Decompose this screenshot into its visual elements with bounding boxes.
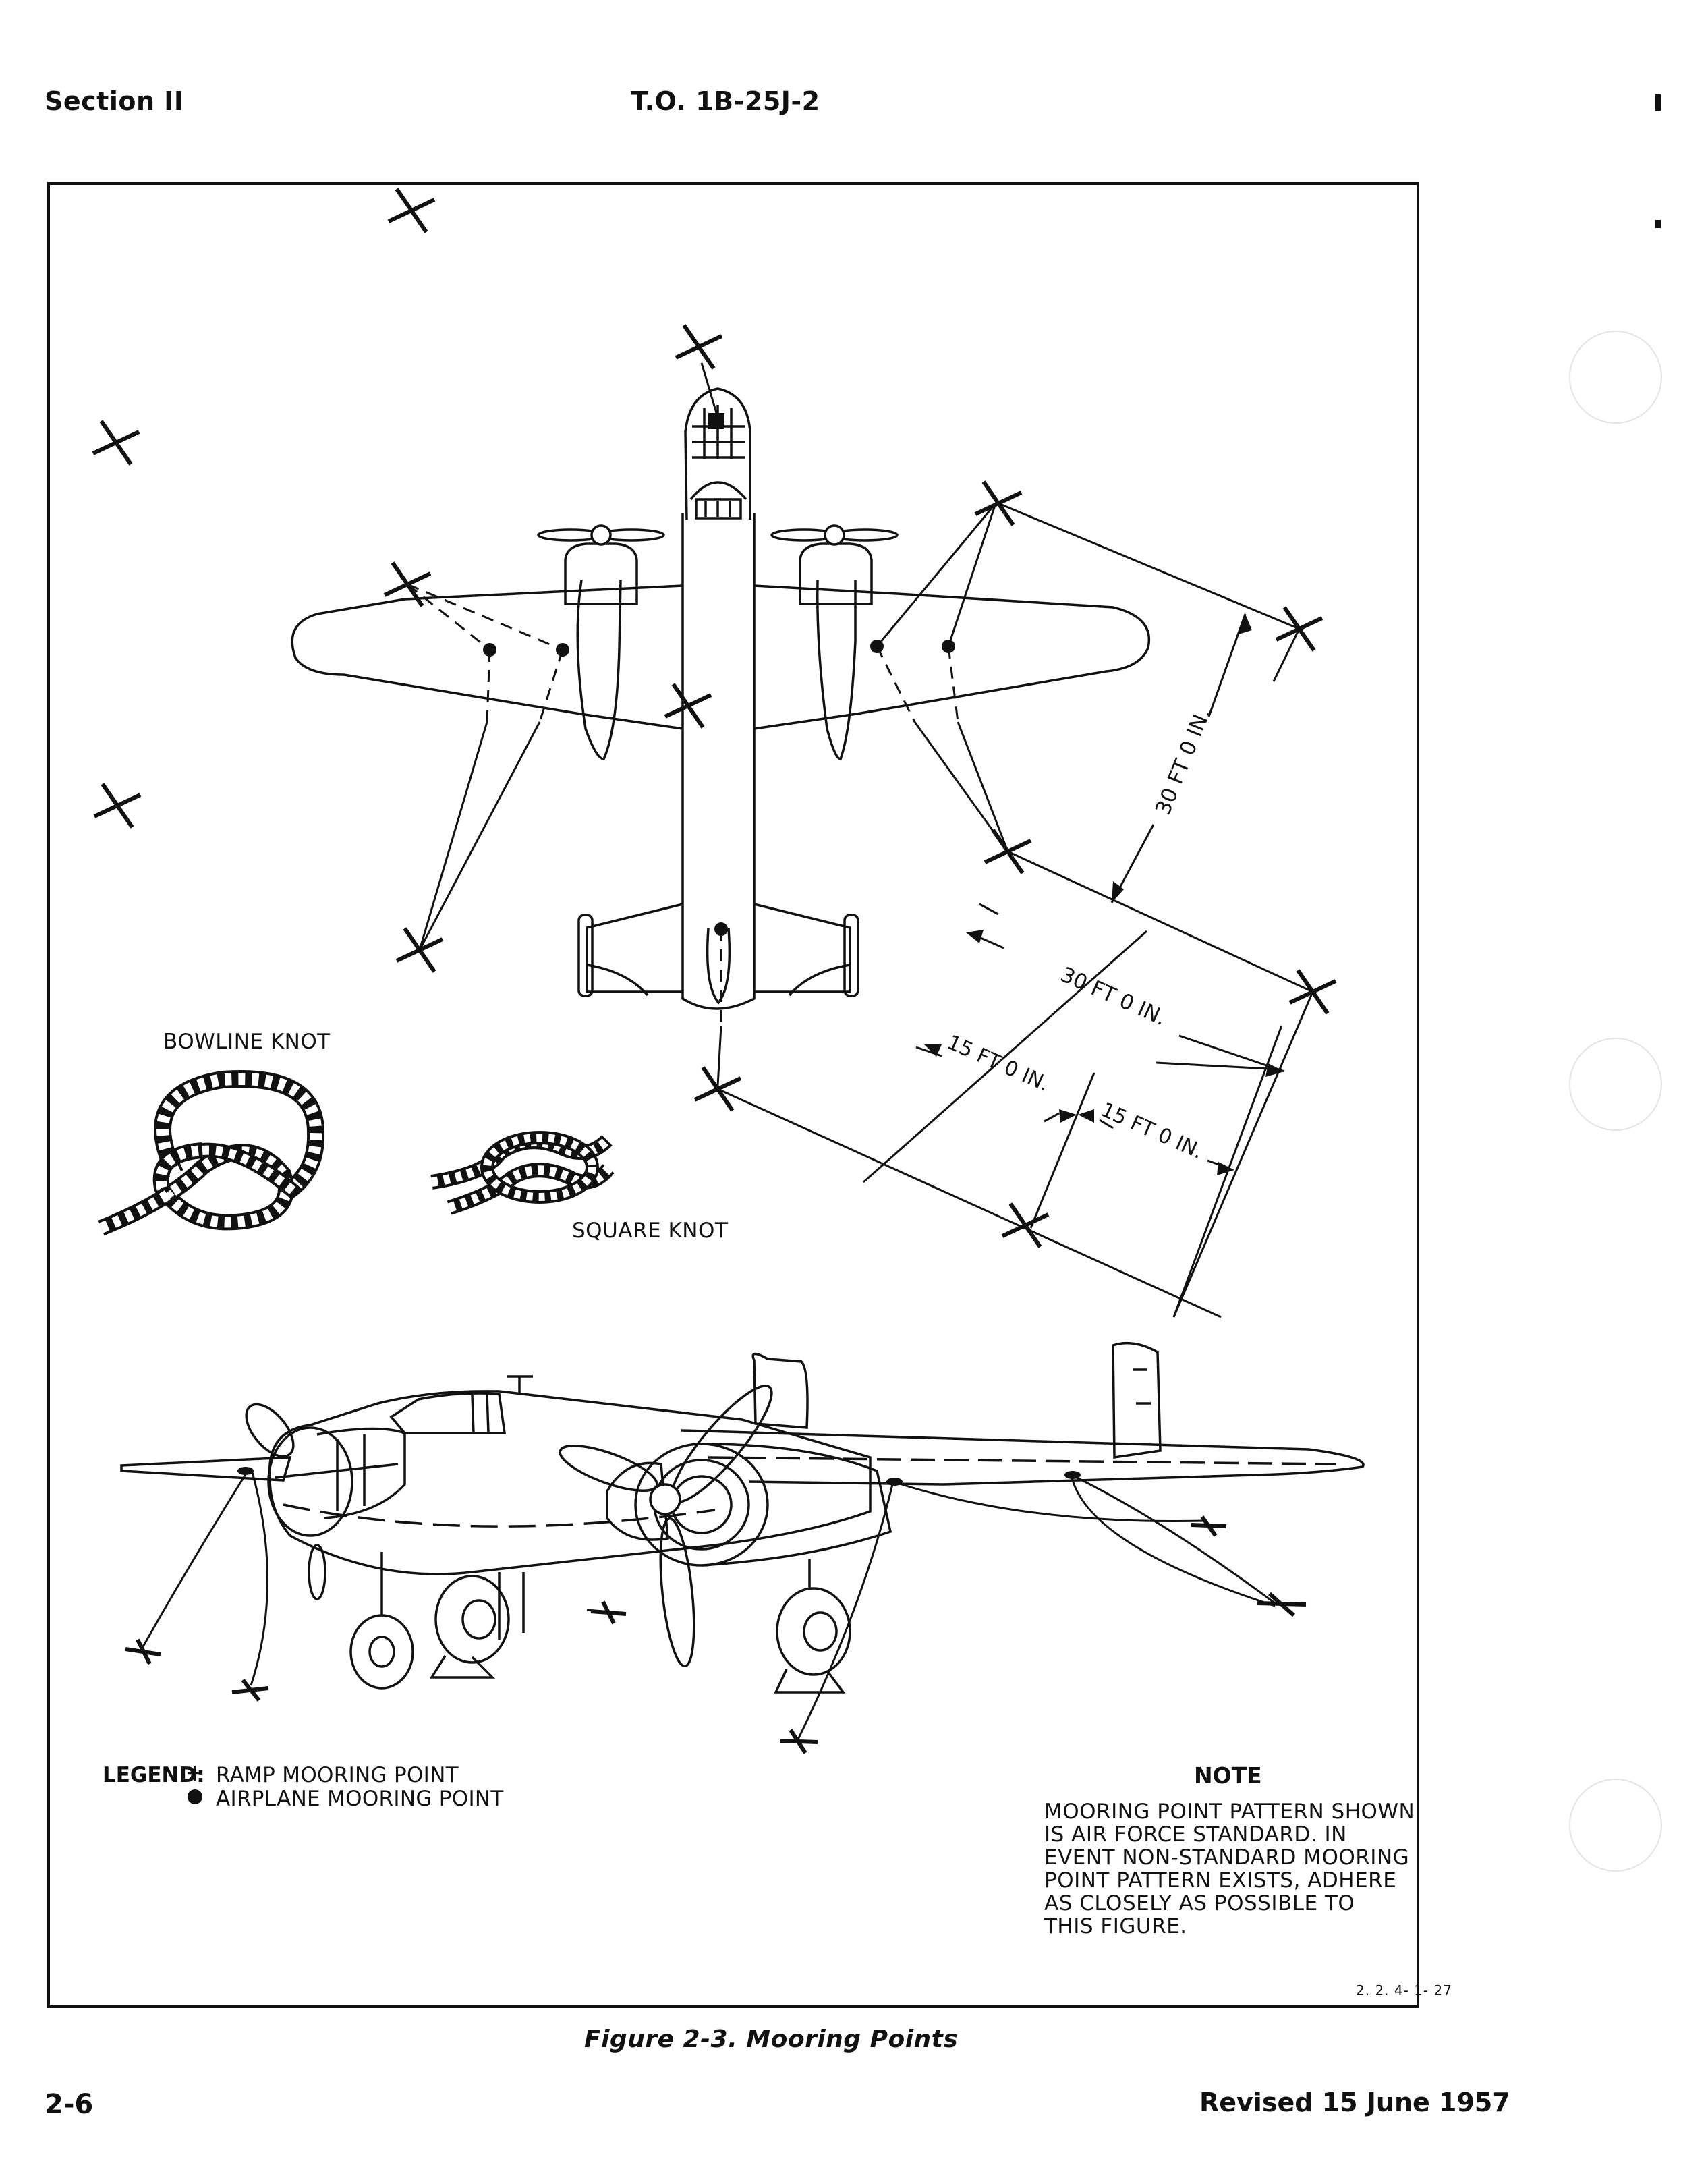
note-line: MOORING POINT PATTERN SHOWN — [1044, 1799, 1415, 1824]
margin-mark-second — [1655, 220, 1661, 228]
section-label: Section II — [45, 86, 184, 116]
ramp-point-icon — [93, 421, 139, 464]
bowline-knot-label: BOWLINE KNOT — [163, 1030, 331, 1054]
note-line: THIS FIGURE. — [1044, 1914, 1187, 1938]
ramp-point-icon — [1002, 1204, 1048, 1247]
figure-frame — [47, 182, 1419, 2008]
ramp-point-icon — [665, 684, 711, 727]
punch-hole-1 — [1569, 331, 1662, 424]
dimension-vertical-label: 30 FT 0 IN. — [1151, 705, 1216, 818]
mooring-pattern-grid — [717, 502, 1314, 1318]
ramp-point-icon — [676, 325, 722, 368]
margin-mark-top — [1655, 94, 1661, 111]
perspective-ramp-points — [125, 1515, 1307, 1754]
perspective-mooring-points — [237, 1467, 1081, 1486]
note-text: MOORING POINT PATTERN SHOWN IS AIR FORCE… — [1044, 1800, 1449, 1938]
figure-caption: Figure 2-3. Mooring Points — [584, 2026, 959, 2053]
mooring-lines — [407, 362, 1009, 1087]
note-line: EVENT NON-STANDARD MOORING — [1044, 1845, 1410, 1870]
airplane-perspective-view — [120, 1341, 1365, 1694]
ramp-point-icon — [94, 784, 140, 827]
perspective-mooring-lines — [140, 1472, 1276, 1741]
square-knot-illustration — [430, 1131, 615, 1215]
document-number: T.O. 1B-25J-2 — [631, 86, 820, 116]
note-heading: NOTE — [1194, 1762, 1262, 1789]
bowline-knot-illustration — [98, 1070, 325, 1236]
punch-hole-2 — [1569, 1038, 1662, 1131]
legend-item-label: AIRPLANE MOORING POINT — [216, 1787, 504, 1811]
airplane-top-view — [291, 387, 1151, 1010]
dimension-arrows — [924, 614, 1284, 1175]
legend-title: LEGEND: — [103, 1763, 205, 1787]
dimension-half-right-label: 15 FT 0 IN. — [1098, 1098, 1207, 1164]
note-line: POINT PATTERN EXISTS, ADHERE — [1044, 1868, 1397, 1893]
revision-date: Revised 15 June 1957 — [1199, 2088, 1510, 2117]
legend-item-ramp: RAMP MOORING POINT — [188, 1763, 459, 1787]
square-knot-label: SQUARE KNOT — [572, 1219, 729, 1243]
legend-item-airplane: AIRPLANE MOORING POINT — [188, 1787, 504, 1811]
note-line: IS AIR FORCE STANDARD. IN — [1044, 1822, 1347, 1847]
punch-hole-3 — [1569, 1779, 1662, 1872]
legend-item-label: RAMP MOORING POINT — [216, 1763, 459, 1787]
ramp-point-icon — [397, 928, 443, 972]
figure-code: 2. 2. 4- 1- 27 — [1356, 1982, 1452, 1999]
page-number: 2-6 — [45, 2089, 94, 2120]
filled-dot-icon — [188, 1789, 202, 1804]
dimension-half-left-label: 15 FT 0 IN. — [944, 1030, 1053, 1096]
plus-icon — [188, 1766, 202, 1781]
note-line: AS CLOSELY AS POSSIBLE TO — [1044, 1891, 1355, 1916]
ramp-point-icon — [389, 189, 434, 232]
